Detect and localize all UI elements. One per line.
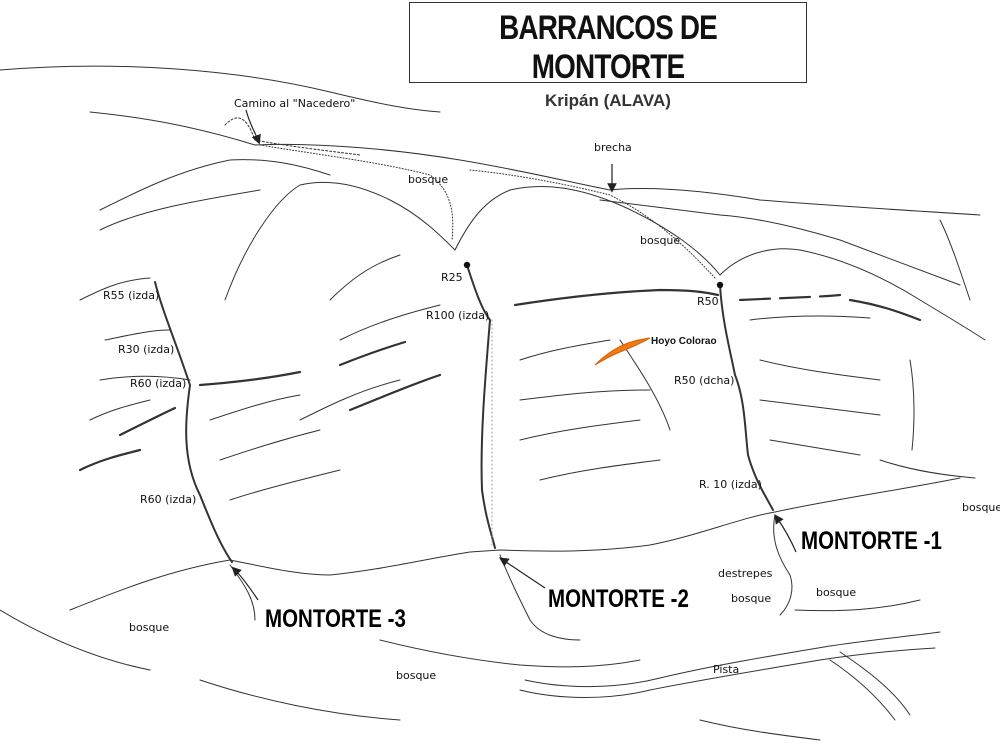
trail-path bbox=[259, 144, 454, 241]
hoyo-colorao-shape bbox=[594, 337, 651, 366]
hatch-line bbox=[879, 459, 976, 479]
montorte-3-label: MONTORTE -3 bbox=[265, 605, 406, 633]
bold-ridge bbox=[338, 340, 407, 367]
base-line bbox=[379, 639, 641, 668]
pista-label: Pista bbox=[713, 663, 740, 676]
pista-road bbox=[839, 651, 911, 716]
hatch-line bbox=[759, 359, 881, 381]
hatch-line bbox=[909, 359, 915, 451]
rappel-r25: R25 bbox=[441, 271, 463, 284]
bold-ridge bbox=[848, 298, 922, 322]
bosque-label-top: bosque bbox=[408, 173, 449, 186]
brecha-label: brecha bbox=[594, 141, 632, 154]
hatch-line bbox=[209, 394, 301, 421]
hoyo-colorao-label: Hoyo Colorao bbox=[651, 336, 717, 347]
pista-road bbox=[829, 659, 896, 721]
montorte-1-label: MONTORTE -1 bbox=[801, 527, 942, 555]
start-marker bbox=[716, 281, 724, 289]
base-line bbox=[773, 514, 793, 616]
ridge-line bbox=[719, 248, 986, 341]
canyon-course-2 bbox=[466, 264, 496, 549]
arrow bbox=[499, 557, 546, 589]
base-line bbox=[69, 477, 961, 611]
hatch-line bbox=[329, 254, 401, 301]
side-line bbox=[699, 719, 821, 741]
bosque-label-bottom-center: bosque bbox=[396, 669, 437, 682]
hatch-line bbox=[104, 329, 171, 341]
canyon-course-3 bbox=[154, 281, 233, 563]
base-line bbox=[229, 564, 256, 621]
pista-road bbox=[519, 647, 936, 698]
bosque-label-bottom-left: bosque bbox=[129, 621, 170, 634]
hatch-line bbox=[769, 439, 861, 456]
ridge-line bbox=[224, 181, 456, 301]
hatch-line bbox=[519, 419, 641, 441]
rappel-r55: R55 (izda) bbox=[103, 289, 160, 302]
bosque-label-far-right: bosque bbox=[962, 501, 1000, 514]
camino-path bbox=[224, 117, 361, 156]
bosque-label-bottom-right: bosque bbox=[816, 586, 857, 599]
ridge-line bbox=[454, 186, 721, 276]
hatch-line bbox=[219, 429, 321, 461]
arrow bbox=[774, 514, 797, 553]
ridge-line bbox=[99, 159, 331, 211]
base-line bbox=[499, 554, 581, 641]
ridge-line bbox=[939, 219, 971, 301]
rappel-r100: R100 (izda) bbox=[426, 309, 490, 322]
ridge-line bbox=[599, 199, 961, 286]
bold-ridge bbox=[198, 370, 302, 387]
hatch-line bbox=[519, 339, 611, 361]
camino-label: Camino al "Nacedero" bbox=[234, 97, 356, 110]
rappel-r60b: R60 (izda) bbox=[140, 493, 197, 506]
rappel-r10: R. 10 (izda) bbox=[699, 478, 762, 491]
map-subtitle: Kripán (ALAVA) bbox=[545, 91, 671, 110]
pista-road bbox=[524, 631, 941, 688]
hatch-line bbox=[539, 459, 661, 481]
trail-path bbox=[469, 169, 716, 279]
rappel-r50-dcha: R50 (dcha) bbox=[674, 374, 735, 387]
ridge-line bbox=[0, 65, 441, 113]
start-marker bbox=[463, 261, 471, 269]
bold-ridge bbox=[78, 448, 142, 472]
hatch-line bbox=[619, 339, 671, 431]
bosque-label-bottom-mid: bosque bbox=[731, 592, 772, 605]
canyon-course-1 bbox=[719, 284, 774, 511]
rappel-r60a: R60 (izda) bbox=[130, 377, 187, 390]
side-line bbox=[0, 609, 151, 671]
hatch-line bbox=[79, 277, 151, 301]
hatch-line bbox=[759, 399, 881, 416]
bosque-label-right-top: bosque bbox=[640, 234, 681, 247]
side-line bbox=[199, 679, 401, 721]
base-line bbox=[794, 599, 921, 612]
destrepes-label: destrepes bbox=[718, 567, 773, 580]
map-title: BARRANCOS DE MONTORTE bbox=[499, 9, 718, 86]
arrow bbox=[245, 109, 261, 145]
bold-ridge bbox=[513, 288, 720, 307]
hatch-line bbox=[89, 399, 151, 421]
montorte-2-label: MONTORTE -2 bbox=[548, 585, 689, 613]
hatch-line bbox=[339, 304, 441, 341]
rappel-r50: R50 bbox=[697, 295, 719, 308]
title-box: BARRANCOS DE MONTORTE Kripán (ALAVA) bbox=[409, 2, 807, 110]
bold-ridge bbox=[348, 373, 442, 412]
bold-ridge bbox=[738, 293, 842, 302]
hatch-line bbox=[99, 375, 191, 381]
ridge-line bbox=[89, 111, 981, 216]
arrow bbox=[231, 566, 259, 601]
ridge-line bbox=[99, 189, 261, 231]
rappel-r30: R30 (izda) bbox=[118, 343, 175, 356]
hatch-line bbox=[519, 389, 651, 401]
bold-ridge bbox=[118, 406, 177, 437]
hatch-line bbox=[229, 469, 341, 501]
hatch-line bbox=[749, 315, 871, 321]
hatch-line bbox=[299, 379, 401, 421]
